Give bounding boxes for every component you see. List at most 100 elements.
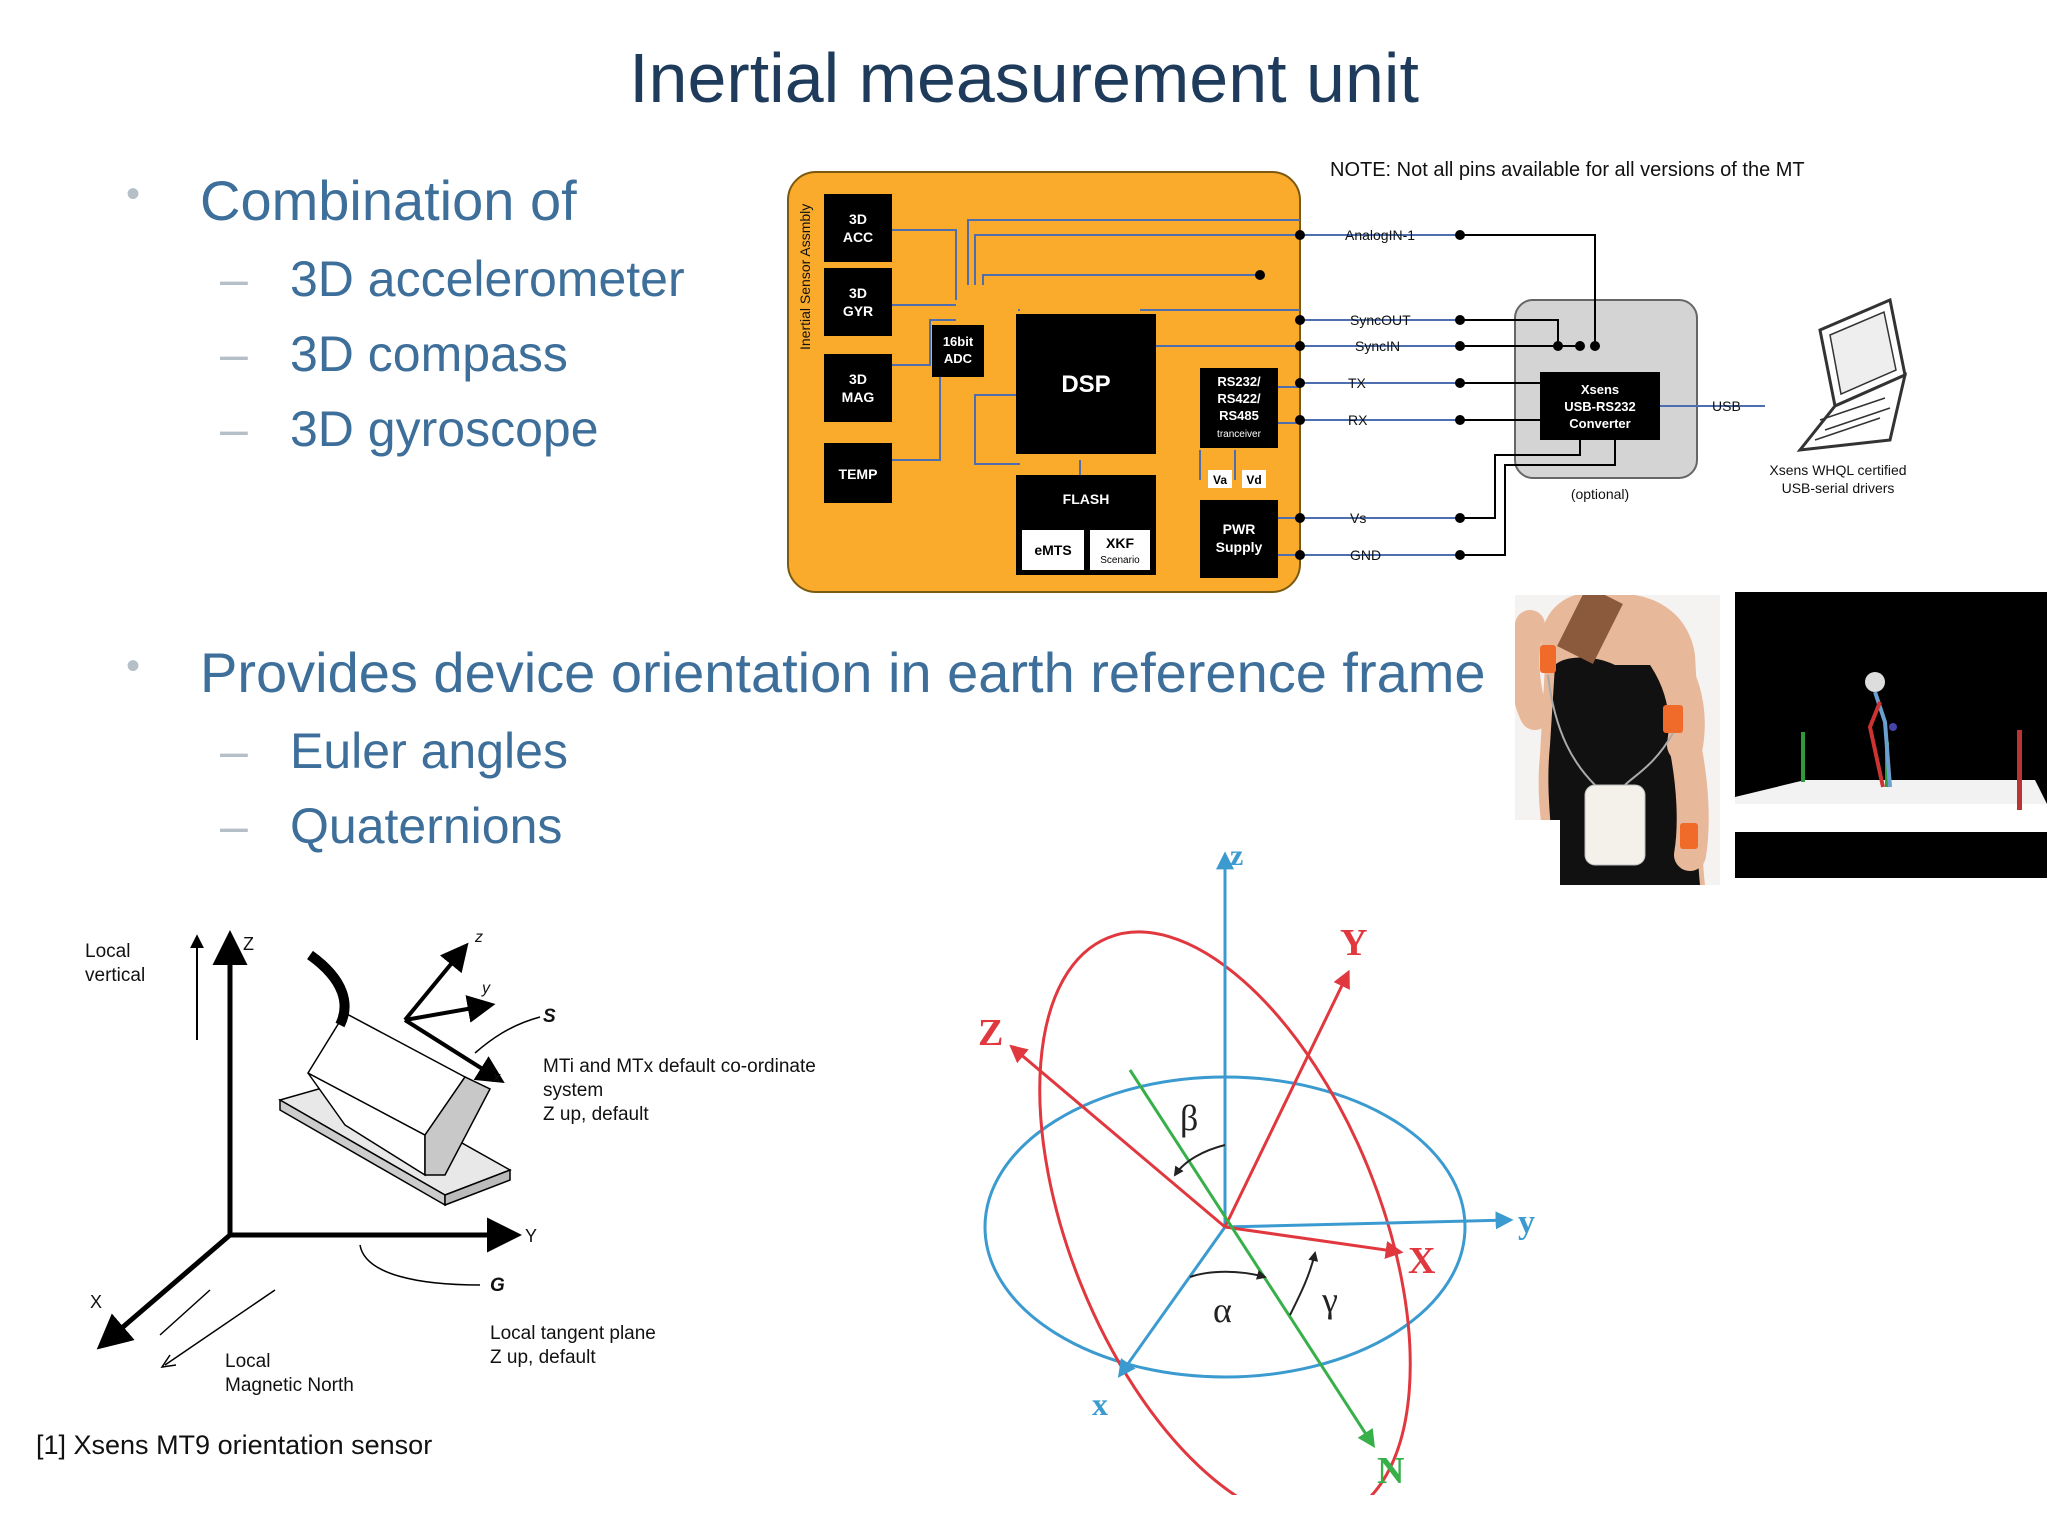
laptop-caption-2: USB-serial drivers — [1782, 480, 1895, 496]
axis-Z: Z — [243, 934, 254, 954]
reference-note: [1] Xsens MT9 orientation sensor — [36, 1430, 433, 1460]
label-z: z — [1230, 839, 1243, 872]
sub-bullet-euler: – Euler angles — [220, 722, 568, 780]
emts-label: eMTS — [1034, 542, 1071, 558]
sensor-desc-2: system — [543, 1080, 603, 1101]
sub-bullet-accelerometer: – 3D accelerometer — [220, 250, 685, 308]
svg-text:ADC: ADC — [944, 351, 973, 366]
svg-text:MAG: MAG — [842, 389, 875, 405]
euler-angles-figure: z y x Z Y X N β α γ — [945, 820, 1560, 1495]
label-Z: Z — [978, 1012, 1003, 1054]
label-beta: β — [1180, 1098, 1198, 1138]
label-S: S — [543, 1006, 556, 1027]
svg-text:PWR: PWR — [1223, 521, 1256, 537]
assembly-label: Inertial Sensor Assmbly — [797, 204, 813, 350]
pin-labels: AnalogIN-1 SyncOUT SyncIN TX RX Vs GND — [1345, 227, 1415, 563]
svg-text:GYR: GYR — [843, 303, 873, 319]
svg-text:Xsens: Xsens — [1581, 382, 1619, 397]
laptop-icon — [1796, 297, 1908, 452]
label-N: N — [1377, 1450, 1404, 1492]
bullet-combination: • Combination of — [126, 168, 577, 233]
svg-text:AnalogIN-1: AnalogIN-1 — [1345, 227, 1415, 243]
sub-bullet-text: 3D gyroscope — [290, 401, 599, 457]
sub-bullet-text: Euler angles — [290, 723, 568, 779]
dsp-block: DSP — [1016, 314, 1156, 454]
axis-z: z — [474, 929, 483, 946]
sub-bullet-dash: – — [220, 723, 248, 779]
sensor-temp: TEMP — [824, 443, 892, 503]
svg-text:3D: 3D — [849, 371, 867, 387]
pwr-block: PWR Supply — [1200, 500, 1278, 578]
svg-text:RS485: RS485 — [1219, 408, 1259, 423]
local-vertical-2: vertical — [85, 965, 145, 986]
xkf-label: XKF — [1106, 535, 1134, 551]
svg-text:GND: GND — [1350, 547, 1381, 563]
svg-text:16bit: 16bit — [943, 334, 974, 349]
converter-block: Xsens USB-RS232 Converter — [1540, 372, 1660, 440]
svg-text:USB-RS232: USB-RS232 — [1564, 399, 1636, 414]
axis-y: y — [481, 980, 491, 997]
sub-bullet-dash: – — [220, 326, 248, 382]
pin-dots — [1255, 230, 1600, 560]
label-Y: Y — [1340, 922, 1367, 964]
svg-text:3D: 3D — [849, 211, 867, 227]
magnetic-north-arrow — [159, 1289, 276, 1368]
euler-axes — [1009, 851, 1514, 1449]
pin-note: NOTE: Not all pins available for all ver… — [1330, 159, 1805, 181]
xkf-sub: Scenario — [1100, 555, 1140, 566]
rotated-plane — [1038, 930, 1412, 1495]
sensor-desc-1: MTi and MTx default co-ordinate — [543, 1056, 816, 1077]
axis-X: X — [90, 1292, 102, 1312]
coordinate-system-figure: Local vertical Z Y X Local Magnetic Nort… — [85, 929, 816, 1396]
local-vertical-1: Local — [85, 941, 130, 962]
sub-bullet-quaternions: – Quaternions — [220, 797, 563, 855]
sub-bullet-text: Quaternions — [290, 798, 563, 854]
optional-label: (optional) — [1571, 486, 1629, 502]
sensor-axes — [403, 942, 505, 1083]
svg-text:TEMP: TEMP — [839, 466, 878, 482]
sub-bullet-text: 3D compass — [290, 326, 568, 382]
sensor-acc: 3D ACC — [824, 194, 892, 262]
svg-text:Converter: Converter — [1569, 416, 1630, 431]
bullet-text: Provides device orientation in earth ref… — [200, 641, 1486, 704]
bullet-text: Combination of — [200, 169, 577, 232]
label-G: G — [490, 1275, 505, 1296]
angle-arcs — [1173, 1144, 1319, 1316]
svg-text:FLASH: FLASH — [1063, 491, 1110, 507]
label-x: x — [1092, 1386, 1108, 1422]
label-y: y — [1518, 1204, 1535, 1241]
sensor-gyr: 3D GYR — [824, 268, 892, 336]
euler-figure-background — [945, 820, 1560, 1490]
sensor-block-drawing — [278, 950, 512, 1207]
label-X: X — [1408, 1240, 1435, 1282]
sensor-mag: 3D MAG — [824, 354, 892, 422]
sub-bullet-dash: – — [220, 401, 248, 457]
converter-wiring — [1460, 234, 1616, 556]
svg-text:RS422/: RS422/ — [1217, 391, 1261, 406]
svg-text:RX: RX — [1348, 412, 1368, 428]
sub-bullet-text: 3D accelerometer — [290, 251, 685, 307]
usb-label: USB — [1712, 398, 1741, 414]
bullet-dot: • — [126, 644, 141, 688]
laptop-caption-1: Xsens WHQL certified — [1769, 462, 1906, 478]
label-gamma: γ — [1321, 1280, 1338, 1320]
sub-bullet-compass: – 3D compass — [220, 325, 568, 383]
label-alpha: α — [1213, 1290, 1232, 1330]
north-desc-2: Magnetic North — [225, 1375, 354, 1396]
vd-label: Vd — [1246, 473, 1261, 487]
bullet-dot: • — [126, 172, 141, 216]
sub-bullet-gyroscope: – 3D gyroscope — [220, 400, 599, 458]
axis-x: x — [492, 1069, 501, 1086]
va-label: Va — [1213, 473, 1227, 487]
adc-block: 16bit ADC — [932, 325, 984, 377]
sub-bullet-dash: – — [220, 251, 248, 307]
global-axes — [96, 930, 522, 1350]
svg-text:TX: TX — [1348, 375, 1367, 391]
sub-bullet-dash: – — [220, 798, 248, 854]
sensor-desc-3: Z up, default — [543, 1104, 649, 1125]
slide-title: Inertial measurement unit — [629, 39, 1419, 117]
svg-text:tranceiver: tranceiver — [1217, 429, 1262, 440]
tangent-desc-1: Local tangent plane — [490, 1323, 656, 1344]
svg-text:SyncIN: SyncIN — [1355, 338, 1400, 354]
svg-text:SyncOUT: SyncOUT — [1350, 312, 1411, 328]
